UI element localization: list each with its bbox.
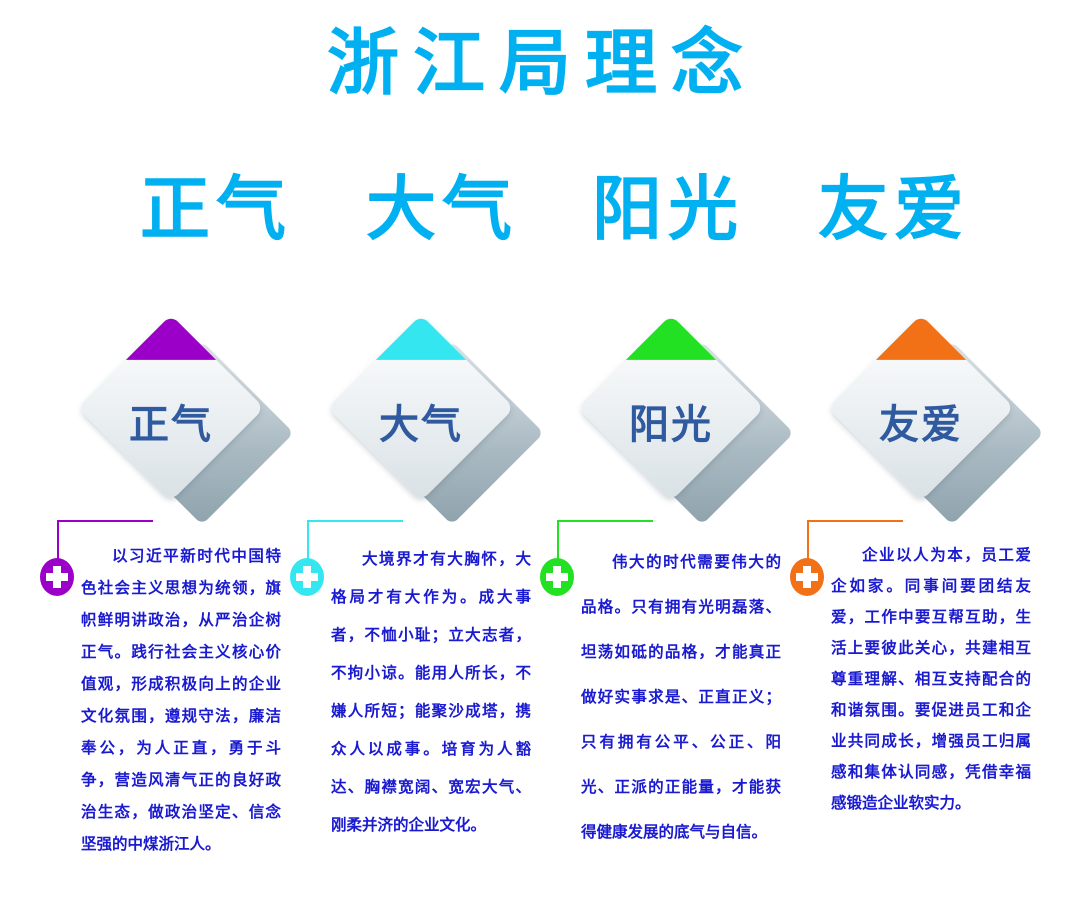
connector-line	[307, 520, 309, 560]
slogan-value-zhengqi: 正气	[140, 167, 292, 250]
connector-line	[807, 520, 809, 560]
values-slogan: 正气 大气 阳光 友爱	[140, 158, 970, 250]
connector-line	[57, 520, 153, 522]
card-description: 大境界才有大胸怀，大格局才有大作为。成大事者，不恤小耻；立大志者，不拘小谅。能用…	[331, 550, 531, 834]
value-card-daqi: 大气 大境界才有大胸怀，大格局才有大作为。成大事者，不恤小耻；立大志者，不拘小谅…	[285, 314, 544, 880]
page-title: 浙江局理念	[326, 21, 757, 105]
card-description: 企业以人为本，员工爱企如家。同事间要团结友爱，工作中要互帮互助，生活上要彼此关心…	[831, 546, 1031, 812]
diamond-badge: 阳光	[575, 314, 794, 530]
card-description: 伟大的时代需要伟大的品格。只有拥有光明磊落、坦荡如砥的品格，才能真正做好实事求是…	[581, 553, 781, 841]
diamond-badge: 大气	[325, 314, 544, 530]
diamond-label: 友爱	[879, 402, 963, 448]
diamond-label: 阳光	[629, 402, 713, 448]
slogan-value-yangguang: 阳光	[592, 167, 744, 250]
plus-icon	[46, 566, 68, 588]
expand-button[interactable]	[790, 558, 824, 596]
value-card-zhengqi: 正气 以习近平新时代中国特色社会主义思想为统领，旗帜鲜明讲政治，从严治企树正气。…	[35, 314, 294, 880]
slogan-value-youai: 友爱	[818, 167, 970, 250]
diamond-label: 正气	[129, 402, 213, 448]
connector-line	[807, 520, 903, 522]
slogan-value-daqi: 大气	[366, 167, 518, 250]
expand-button[interactable]	[540, 558, 574, 596]
plus-icon	[546, 566, 568, 588]
connector-line	[557, 520, 653, 522]
diamond-badge: 正气	[75, 314, 294, 530]
connector-line	[57, 520, 59, 560]
connector-line	[307, 520, 403, 522]
expand-button[interactable]	[40, 558, 74, 596]
diamond-badge: 友爱	[825, 314, 1044, 530]
value-card-youai: 友爱 企业以人为本，员工爱企如家。同事间要团结友爱，工作中要互帮互助，生活上要彼…	[785, 314, 1044, 880]
plus-icon	[796, 566, 818, 588]
connector-line	[557, 520, 559, 560]
diamond-label: 大气	[379, 402, 463, 448]
card-description: 以习近平新时代中国特色社会主义思想为统领，旗帜鲜明讲政治，从严治企树正气。践行社…	[81, 547, 281, 853]
expand-button[interactable]	[290, 558, 324, 596]
value-card-yangguang: 阳光 伟大的时代需要伟大的品格。只有拥有光明磊落、坦荡如砥的品格，才能真正做好实…	[535, 314, 794, 880]
plus-icon	[296, 566, 318, 588]
